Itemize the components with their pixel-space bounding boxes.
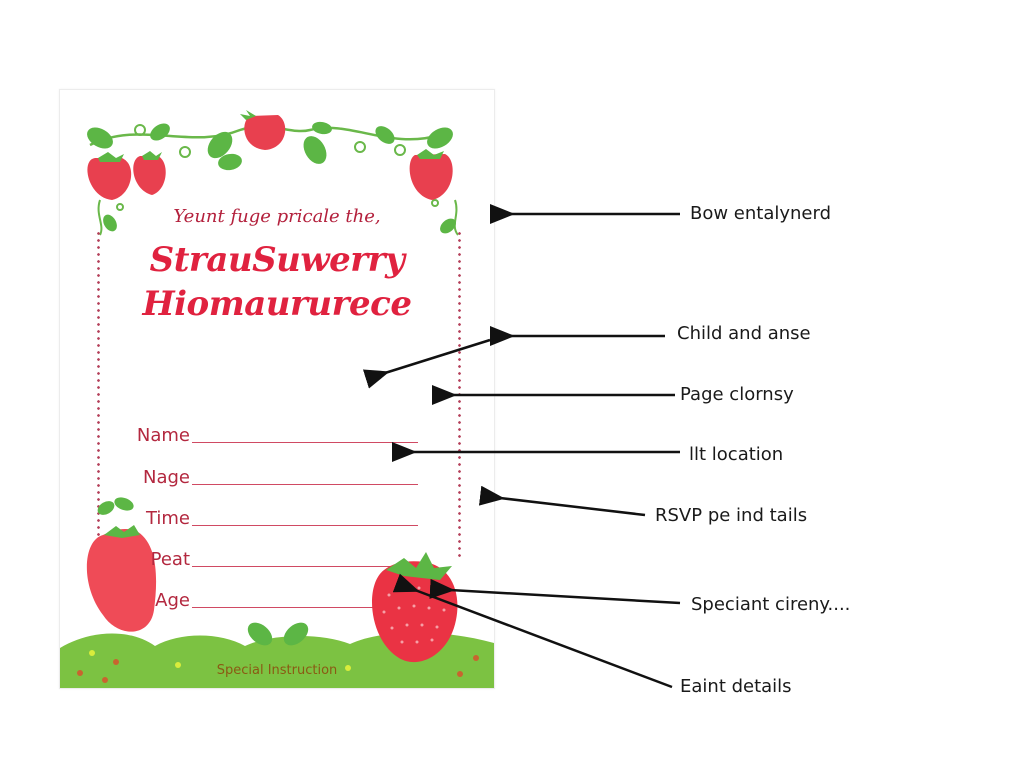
strawberry-vine-decoration [87,110,459,236]
invitation-subtitle: Yeunt fuge pricale the, [173,206,381,227]
field-label: Age [155,590,190,611]
field-line[interactable] [192,484,418,485]
field-peat[interactable]: Peat [136,546,418,570]
strawberry-left-icon [86,497,157,632]
field-line[interactable] [192,607,418,608]
strawberry-right-icon [372,552,458,663]
field-time[interactable]: Time [136,505,418,529]
callout-label: llt location [689,444,784,465]
field-line[interactable] [192,525,418,526]
callout-label: RSVP pe ind tails [655,505,808,526]
callout-label: Page clornsy [680,384,794,405]
callout-label: Bow entalynerd [690,203,832,224]
field-age[interactable]: Age [136,587,418,611]
field-label: Name [136,425,190,446]
callout-label: Eaint details [680,676,792,697]
field-name[interactable]: Name [136,422,418,446]
field-label: Peat [150,549,190,570]
dotted-border-left [97,230,100,590]
grass-ground [60,622,494,688]
callout-label: Child and anse [677,323,811,344]
special-instruction-label: Special Instruction [216,663,338,678]
invitation-title-line1: StrauSuwerry [149,240,405,280]
field-nage[interactable]: Nage [136,464,418,488]
invitation-title-line2: Hiomaururece [142,284,412,324]
callout-label: Speciant cireny.... [691,594,851,615]
field-line[interactable] [192,566,418,567]
invitation-card: Yeunt fuge pricale the, StrauSuwerry Hio… [59,89,495,689]
field-label: Time [145,508,190,529]
field-label: Nage [143,467,190,488]
field-line[interactable] [192,442,418,443]
